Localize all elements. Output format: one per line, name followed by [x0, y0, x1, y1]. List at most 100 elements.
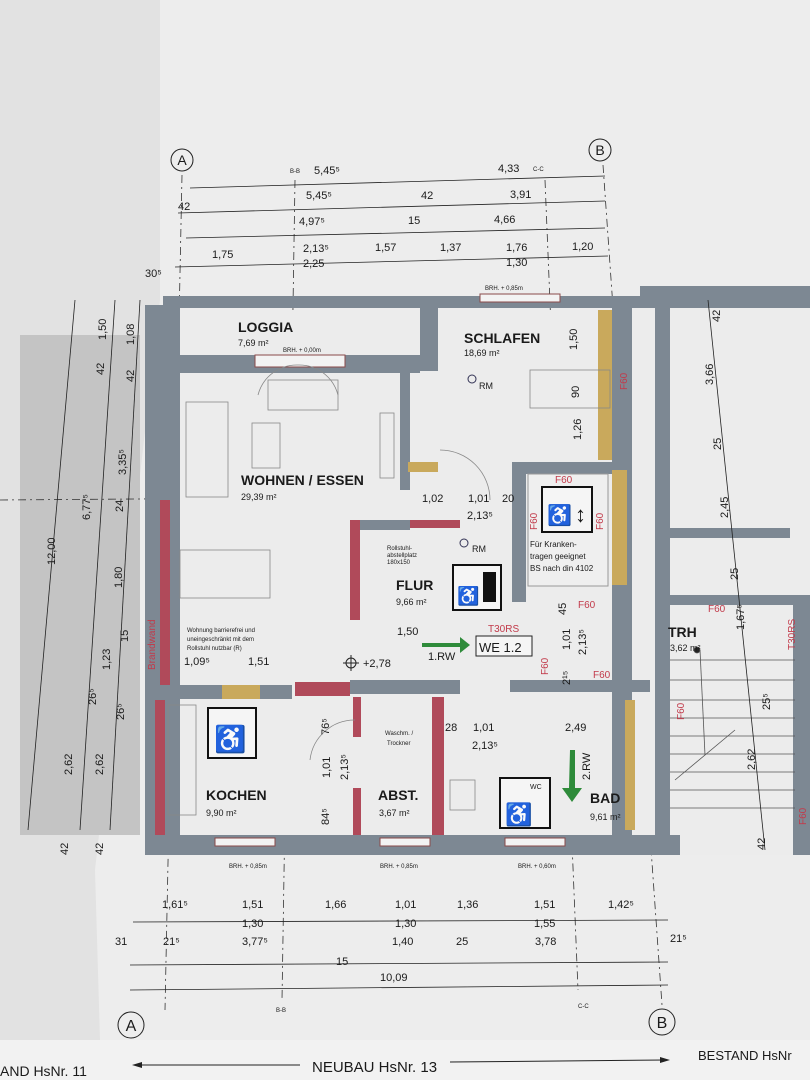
entry-label-label: WE 1.2 — [479, 640, 522, 655]
footer-center-label: NEUBAU HsNr. 13 — [312, 1059, 437, 1076]
rooms-abst-dims-0-label: 76⁵ — [320, 718, 332, 735]
top_dims-r4-8-label: 30⁵ — [145, 268, 162, 280]
left_dims-3-label: 1,50 — [97, 319, 109, 340]
text-shape: ↕ — [575, 502, 586, 527]
right_dims-8-label: 42 — [756, 838, 768, 850]
lift-fire-label: F60 — [595, 512, 606, 530]
brh-label: BRH. + 0,60m — [518, 864, 556, 870]
rect-shape — [670, 595, 810, 605]
rooms-abst-area-label: 3,67 m² — [379, 808, 410, 818]
brh-label: BRH. + 0,00m — [283, 348, 321, 354]
text-shape: ♿ — [547, 503, 572, 527]
left_dims-11-label: 24 — [114, 500, 126, 512]
wohnung_note-1-label: uneingeschränkt mit dem — [187, 637, 254, 643]
rooms-flur-dims-3-label: 20 — [502, 493, 514, 505]
wheelchair-wc-icon: ♿WC — [499, 777, 551, 829]
rect-shape — [612, 470, 627, 585]
line-shape — [449, 1059, 666, 1063]
rect-shape — [625, 700, 635, 830]
rect-shape — [449, 779, 476, 811]
rooms-flur-area-label: 9,66 m² — [396, 597, 427, 607]
wohnung_dims-1-label: 1,51 — [248, 656, 269, 668]
footer-strip — [0, 1040, 810, 1080]
room-flur: 1,02 1,01 2,13⁵ 20 Rollstuhl- abstellpla… — [387, 493, 514, 638]
fire_label-label: F60 — [798, 807, 809, 825]
left_dims-12-label: 1,80 — [113, 567, 125, 588]
escape-arrow-icon — [562, 750, 582, 802]
bottom_dims-r2-7-label: 21⁵ — [670, 933, 687, 945]
rect-shape — [360, 520, 410, 530]
line-shape — [129, 961, 669, 966]
rect-shape — [350, 520, 360, 620]
left_dims-14-label: 1,23 — [101, 649, 113, 670]
wohnung_dims-0-label: 1,09⁵ — [184, 656, 210, 668]
rect-shape — [160, 500, 170, 685]
line-shape — [129, 984, 669, 991]
left_dims-5-label: 2,62 — [94, 754, 106, 775]
rooms-bad-dims-3-label: 2,49 — [565, 722, 586, 734]
top_dims-r2-3-label: 3,91 — [510, 189, 531, 201]
bottom_dims-r1-3-label: 1,66 — [325, 899, 346, 911]
rooms-bad-name-label: BAD — [590, 790, 620, 806]
entry-level-label: +2,78 — [363, 658, 391, 670]
left-dimensions: 12,00 6,77⁵ 2,62 1,50 42 2,62 42 26⁵ 1,0… — [27, 299, 158, 855]
fire-walls — [155, 500, 460, 835]
rooms-abst-note-0-label: Waschm. / — [385, 731, 413, 737]
bottom_dims-total-label: 10,09 — [380, 972, 408, 984]
line-shape — [189, 175, 606, 189]
right_dims-3-label: 2,45 — [719, 497, 731, 518]
entry-door-label: T30RS — [488, 624, 519, 635]
circle-shape — [693, 646, 701, 654]
top_dims-r4-3-label: 1,57 — [375, 242, 396, 254]
entry-dims-2-label: 2,13⁵ — [577, 629, 589, 655]
room-wohnen-essen: WOHNEN / ESSEN 29,39 m² — [241, 472, 364, 502]
top_dims-r4-4-label: 1,37 — [440, 242, 461, 254]
rect-shape — [353, 788, 361, 835]
bottom_dims-r1-2-label: 1,30 — [242, 918, 263, 930]
axes-section_bb-label: B-B — [290, 169, 300, 175]
line-shape — [79, 299, 116, 831]
entry-rw-label: 1.RW — [428, 651, 456, 663]
brh-label: BRH. + 0,85m — [229, 864, 267, 870]
rect-shape — [408, 462, 438, 472]
rooms-bad-area-label: 9,61 m² — [590, 812, 621, 822]
rect-shape — [155, 700, 165, 835]
rooms-kochen-name-label: KOCHEN — [206, 787, 267, 803]
room-bad: 28 1,01 2,13⁵ 2,49 ♿WC 2.RW BAD 9,61 m² — [445, 722, 621, 829]
bottom_dims-r1-5-label: 1,30 — [395, 918, 416, 930]
rect-shape — [379, 412, 395, 479]
rooms-flur-dims-4-label: 1,50 — [397, 626, 418, 638]
line-shape — [174, 255, 609, 268]
rooms-bad-dims-0-label: 28 — [445, 722, 457, 734]
left_dims-0-label: 12,00 — [46, 537, 58, 565]
path-shape — [439, 449, 491, 501]
rect-shape — [512, 462, 620, 474]
lift-fire-label: F60 — [529, 512, 540, 530]
bottom_dims-r1-9-label: 1,42⁵ — [608, 899, 634, 911]
rect-shape — [400, 370, 410, 490]
circle-shape — [170, 148, 194, 172]
rect-shape — [410, 520, 460, 528]
room-abst: 76⁵ 1,01 2,13⁵ 84⁵ Waschm. / Trockner AB… — [320, 718, 418, 825]
rooms-wohnen-name-label: WOHNEN / ESSEN — [241, 472, 364, 488]
top_dims-r4-1-label: 2,13⁵ — [303, 243, 329, 255]
rect-shape — [483, 572, 496, 602]
furniture — [167, 364, 611, 816]
axes-a-label: A — [126, 1018, 137, 1035]
rooms-flur-dims-2-label: 2,13⁵ — [467, 510, 493, 522]
bottom_dims-r1-4-label: 1,01 — [395, 899, 416, 911]
rect-shape — [640, 286, 810, 296]
lift: F60 F60 F60 ♿↕ Für Kranken- tragen geeig… — [527, 473, 609, 587]
rect-shape — [214, 837, 276, 847]
right-dimensions: 42 3,66 25 2,45 25 1,67⁵ 25⁵ 2,62 42 F60… — [619, 299, 809, 851]
axes-section_cc-label: C-C — [533, 167, 544, 173]
rect-shape — [432, 697, 444, 835]
rooms-abst-dims-1-label: 1,01 — [321, 757, 333, 778]
rooms-wohnen-area-label: 29,39 m² — [241, 492, 277, 502]
rooms-schlafen-dims-2-label: 1,26 — [572, 419, 584, 440]
rooms-loggia-area-label: 7,69 m² — [238, 338, 269, 348]
top_dims-r2-2-label: 42 — [421, 190, 433, 202]
left-dim-band — [20, 335, 140, 835]
bottom_dims-r1-1-label: 1,51 — [242, 899, 263, 911]
text-shape: ♿ — [505, 802, 532, 827]
